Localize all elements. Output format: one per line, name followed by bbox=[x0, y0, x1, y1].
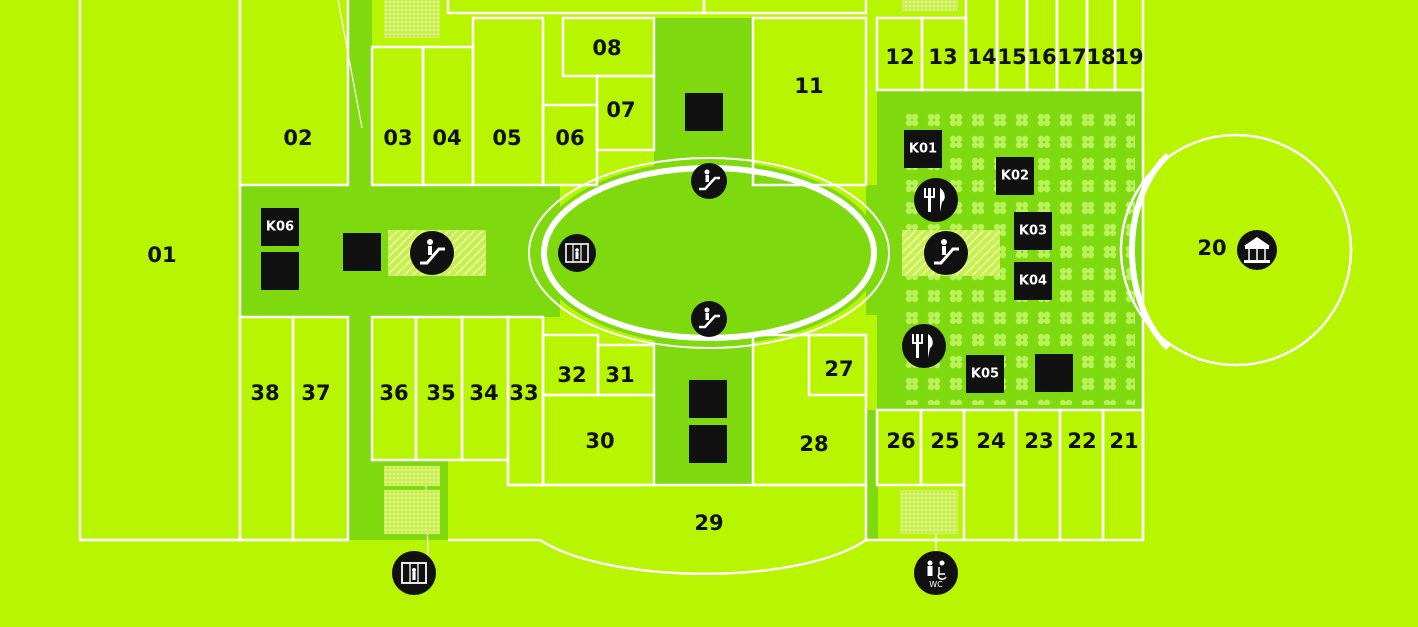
kiosk-k03[interactable]: K03 bbox=[1014, 212, 1052, 250]
unit-21-label[interactable]: 21 bbox=[1109, 429, 1138, 453]
unit-34-label[interactable]: 34 bbox=[469, 381, 498, 405]
restaurant-icon[interactable] bbox=[914, 178, 958, 222]
unit-labels: 01 02 03 04 05 06 07 08 11 12 13 14 15 1… bbox=[147, 36, 1226, 535]
escalator-icon[interactable] bbox=[691, 163, 727, 199]
unit-25-label[interactable]: 25 bbox=[930, 429, 959, 453]
service-zone-top bbox=[384, 0, 440, 38]
unit-08-label[interactable]: 08 bbox=[592, 36, 621, 60]
unit-02-label[interactable]: 02 bbox=[283, 126, 312, 150]
unit-11-label[interactable]: 11 bbox=[794, 74, 823, 98]
svg-text:K05: K05 bbox=[971, 367, 999, 382]
unit-walls bbox=[78, 0, 1353, 575]
unit-12-label[interactable]: 12 bbox=[885, 45, 914, 69]
unit-14-label[interactable]: 14 bbox=[967, 45, 996, 69]
kiosks: K01 K02 K03 K04 K05 K06 bbox=[261, 130, 1052, 393]
escalator-icon[interactable] bbox=[691, 301, 727, 337]
unit-26-label[interactable]: 26 bbox=[886, 429, 915, 453]
unit-33-label[interactable]: 33 bbox=[509, 381, 538, 405]
unit-35-label[interactable]: 35 bbox=[426, 381, 455, 405]
restroom-label: WC bbox=[929, 580, 943, 589]
svg-text:K01: K01 bbox=[909, 142, 937, 157]
unit-03-label[interactable]: 03 bbox=[383, 126, 412, 150]
unit-23-label[interactable]: 23 bbox=[1024, 429, 1053, 453]
service-zone-bottom-a bbox=[384, 466, 440, 486]
svg-text:K02: K02 bbox=[1001, 169, 1029, 184]
svg-text:K03: K03 bbox=[1019, 224, 1047, 239]
unit-31-label[interactable]: 31 bbox=[605, 363, 634, 387]
unit-32-label[interactable]: 32 bbox=[557, 363, 586, 387]
kiosk-k04[interactable]: K04 bbox=[1014, 262, 1052, 300]
kiosk-k06[interactable]: K06 bbox=[261, 208, 299, 246]
kiosk-k01[interactable]: K01 bbox=[904, 130, 942, 168]
elevator-icon[interactable] bbox=[558, 234, 596, 272]
restaurant-icon[interactable] bbox=[902, 324, 946, 368]
unit-04-label[interactable]: 04 bbox=[432, 126, 461, 150]
kiosk-k05[interactable]: K05 bbox=[966, 355, 1004, 393]
unit-22-label[interactable]: 22 bbox=[1067, 429, 1096, 453]
restroom-icon[interactable]: WC bbox=[914, 551, 958, 595]
kiosk-k02[interactable]: K02 bbox=[996, 157, 1034, 195]
service-zone-bottom-b bbox=[384, 490, 440, 534]
carousel-icon[interactable] bbox=[1237, 230, 1277, 270]
unit-20-label[interactable]: 20 bbox=[1197, 236, 1226, 260]
unit-24-label[interactable]: 24 bbox=[976, 429, 1005, 453]
svg-text:K06: K06 bbox=[266, 220, 294, 235]
service-zone-wc bbox=[900, 490, 958, 534]
unit-01-label[interactable]: 01 bbox=[147, 243, 176, 267]
unit-30-label[interactable]: 30 bbox=[585, 429, 614, 453]
unit-05-label[interactable]: 05 bbox=[492, 126, 521, 150]
unit-29-label[interactable]: 29 bbox=[694, 511, 723, 535]
unit-06-label[interactable]: 06 bbox=[555, 126, 584, 150]
unit-16-label[interactable]: 16 bbox=[1027, 45, 1056, 69]
unit-17-label[interactable]: 17 bbox=[1057, 45, 1086, 69]
unit-19-label[interactable]: 19 bbox=[1114, 45, 1143, 69]
service-zone-top-right bbox=[902, 0, 958, 11]
unit-07-label[interactable]: 07 bbox=[606, 98, 635, 122]
escalator-icon[interactable] bbox=[410, 231, 454, 275]
unit-38-label[interactable]: 38 bbox=[250, 381, 279, 405]
escalator-icon[interactable] bbox=[924, 231, 968, 275]
svg-text:K04: K04 bbox=[1019, 274, 1047, 289]
unit-27-label[interactable]: 27 bbox=[824, 357, 853, 381]
structural-blocks bbox=[261, 93, 1073, 463]
elevator-icon[interactable] bbox=[392, 551, 436, 595]
unit-13-label[interactable]: 13 bbox=[928, 45, 957, 69]
unit-36-label[interactable]: 36 bbox=[379, 381, 408, 405]
unit-18-label[interactable]: 18 bbox=[1086, 45, 1115, 69]
unit-37-label[interactable]: 37 bbox=[301, 381, 330, 405]
unit-15-label[interactable]: 15 bbox=[997, 45, 1026, 69]
map-icons: WC bbox=[392, 163, 1277, 595]
unit-28-label[interactable]: 28 bbox=[799, 432, 828, 456]
